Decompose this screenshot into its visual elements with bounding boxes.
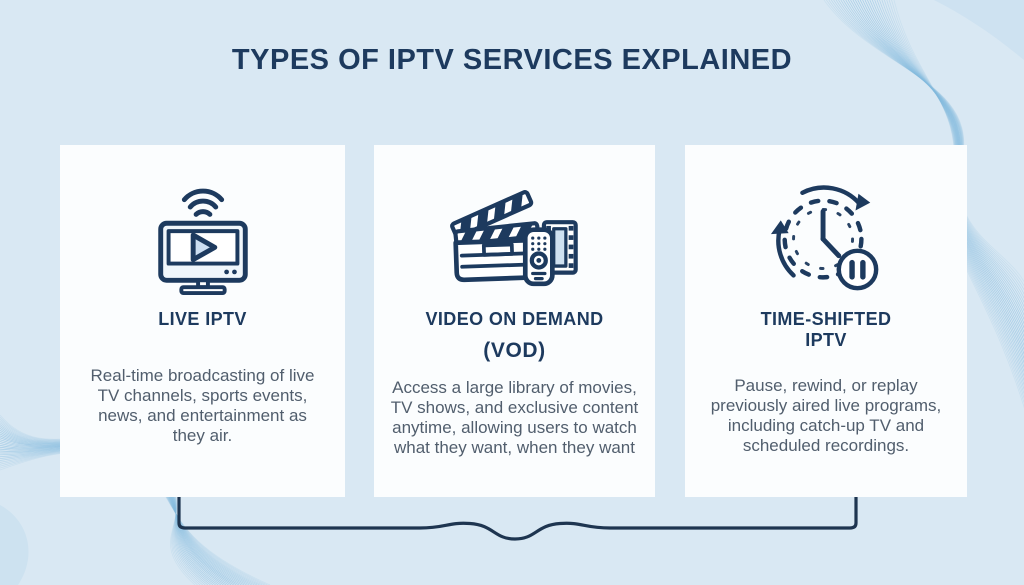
card-description: Access a large library of movies, TV sho… — [390, 378, 639, 458]
time-shifted-icon-graphic — [770, 185, 879, 291]
card-video-on-demand: VIDEO ON DEMAND (VOD) Access a large lib… — [374, 145, 655, 497]
page-title: TYPES OF IPTV SERVICES EXPLAINED — [231, 44, 793, 76]
live-tv-icon — [144, 179, 262, 299]
card-heading: LIVE IPTV — [158, 309, 247, 329]
card-heading: TIME-SHIFTED IPTV — [760, 309, 892, 351]
card-description: Pause, rewind, or replay previously aire… — [710, 376, 942, 456]
card-time-shifted-iptv: TIME-SHIFTED IPTV Pause, rewind, or repl… — [685, 145, 967, 497]
bracket-line — [177, 494, 858, 541]
vod-icon — [445, 179, 585, 299]
live-tv-icon-graphic — [157, 188, 248, 296]
card-description: Real-time broadcasting of live TV channe… — [90, 366, 315, 446]
card-live-iptv: LIVE IPTV Real-time broadcasting of live… — [60, 145, 345, 497]
card-heading: VIDEO ON DEMAND — [425, 309, 604, 329]
vod-icon-graphic — [449, 190, 578, 287]
card-subheading: (VOD) — [483, 339, 546, 363]
time-shifted-icon — [767, 179, 885, 299]
